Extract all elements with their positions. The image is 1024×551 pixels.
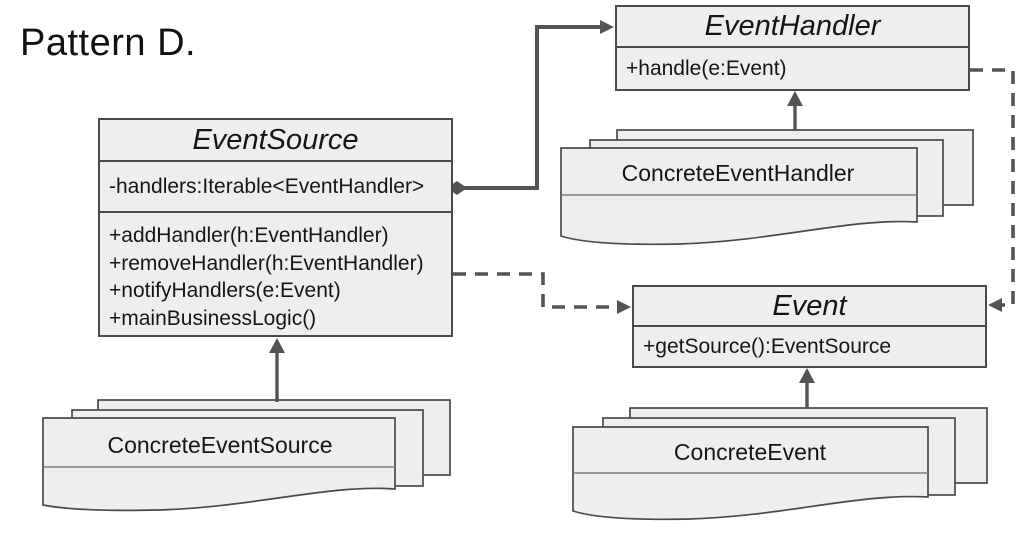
eventsource-name: EventSource xyxy=(100,120,451,162)
pattern-title: Pattern D. xyxy=(20,22,197,64)
concrete-event-handler-front-shape xyxy=(560,147,918,246)
concrete-event-handler-stack xyxy=(560,129,974,246)
arrowhead-into-eventhandler-left xyxy=(600,20,614,34)
inheritance-concreteeventsource-eventsource xyxy=(269,338,285,402)
dependency-eventhandler-event xyxy=(970,68,1015,312)
eventhandler-name: EventHandler xyxy=(617,7,968,48)
event-method: +getSource():EventSource xyxy=(643,334,892,358)
inheritance-concreteevent-event xyxy=(799,368,815,408)
dependency-eventsource-event xyxy=(453,272,631,314)
event-name: Event xyxy=(634,287,985,327)
concrete-event-source-stack xyxy=(42,399,451,512)
concrete-event-stack xyxy=(572,407,988,521)
concrete-event-handler-label: ConcreteEventHandler xyxy=(621,160,855,186)
inheritance-concreteeventhandler-eventhandler xyxy=(787,91,803,130)
eventsource-attribute: -handlers:Iterable<EventHandler> xyxy=(100,162,451,213)
concrete-event-source-front-shape xyxy=(42,417,396,512)
concrete-event-label: ConcreteEvent xyxy=(673,439,827,465)
eventsource-method: +addHandler(h:EventHandler) xyxy=(109,224,389,247)
eventsource-method: +mainBusinessLogic() xyxy=(109,306,317,330)
eventsource-method: +notifyHandlers(e:Event) xyxy=(109,279,341,302)
eventsource-method: +removeHandler(h:EventHandler) xyxy=(109,251,424,275)
class-box-eventsource: EventSource -handlers:Iterable<EventHand… xyxy=(98,118,453,337)
arrowhead-into-event-right xyxy=(988,298,1002,312)
eventsource-methods: +addHandler(h:EventHandler) +removeHandl… xyxy=(100,213,451,332)
class-box-eventhandler: EventHandler +handle(e:Event) xyxy=(615,5,970,91)
eventhandler-method: +handle(e:Event) xyxy=(626,56,787,80)
class-box-event: Event +getSource():EventSource xyxy=(632,285,987,368)
arrowhead-into-event-left xyxy=(617,300,631,314)
concrete-event-source-label: ConcreteEventSource xyxy=(107,432,333,458)
